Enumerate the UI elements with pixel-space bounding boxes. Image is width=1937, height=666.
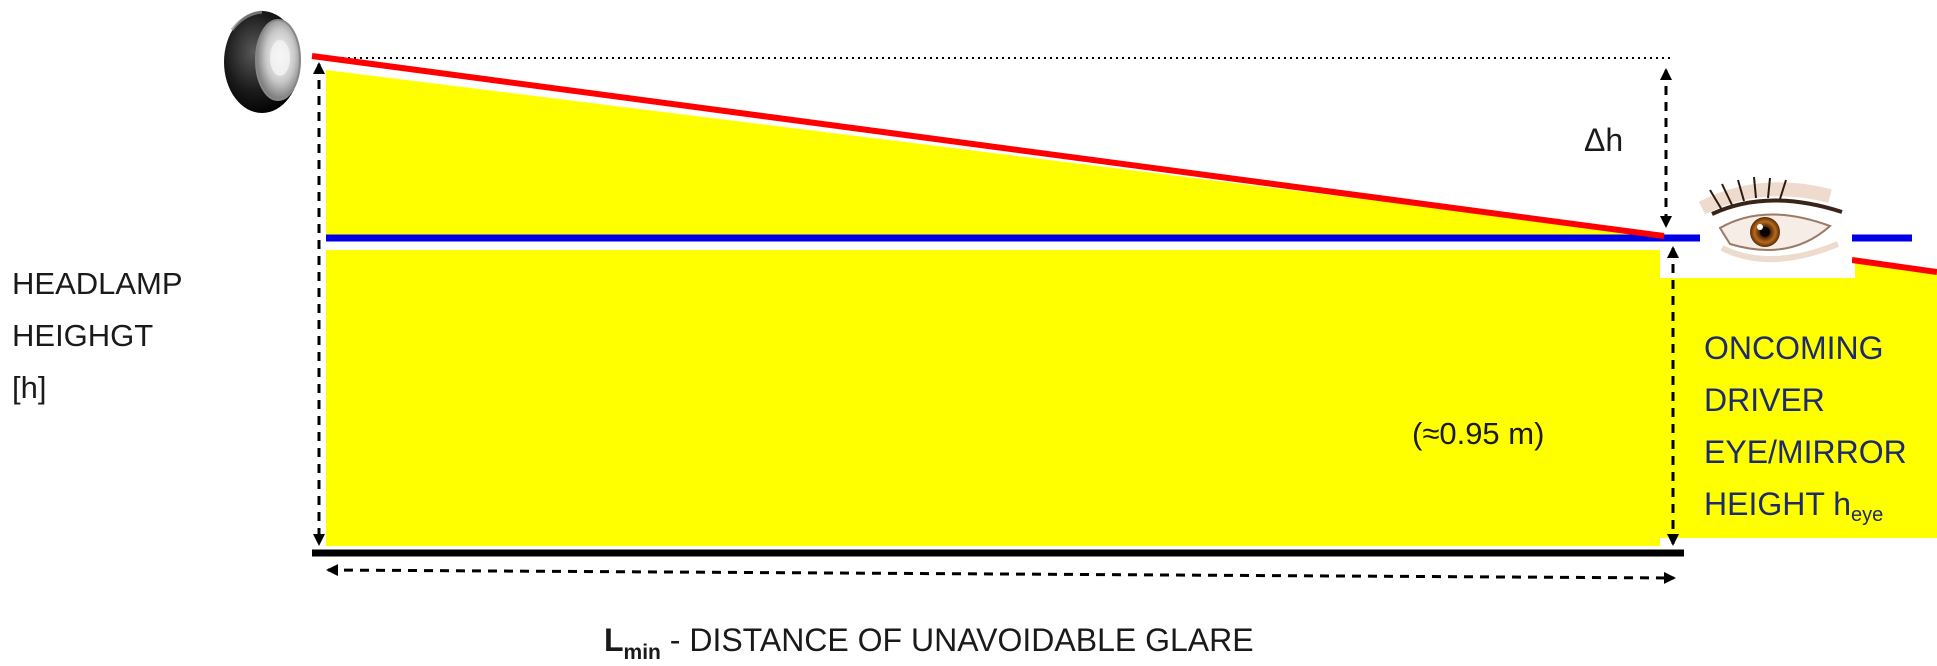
oncoming-height-subscript: eye (1851, 504, 1884, 526)
eye-icon (1698, 170, 1852, 278)
beam-cutoff-line (311, 53, 1665, 239)
delta-h-label: Δh (1584, 122, 1624, 158)
headlamp-height-label: HEADLAMP HEIGHGT [h] (12, 258, 183, 414)
distance-label: Lmin - DISTANCE OF UNAVOIDABLE GLARE (604, 622, 1254, 665)
glare-triangle-fill (326, 70, 1660, 236)
distance-symbol: L (604, 622, 624, 658)
headlamp-icon (224, 10, 301, 113)
oncoming-label-line-4: HEIGHT heye (1704, 478, 1907, 530)
oncoming-label-line-1: ONCOMING (1704, 330, 1884, 366)
illuminated-road-fill (326, 250, 1660, 546)
oncoming-driver-label: ONCOMING DRIVER EYE/MIRROR HEIGHT heye (1704, 322, 1907, 530)
distance-subscript: min (623, 641, 661, 664)
beyond-fill (1660, 262, 1937, 538)
distance-text: - DISTANCE OF UNAVOIDABLE GLARE (660, 622, 1254, 658)
eye-height-value: (≈0.95 m) (1412, 416, 1545, 451)
distance-arrow (326, 564, 1676, 584)
beam-cutoff-line-continued (1851, 257, 1937, 275)
oncoming-label-line-3: EYE/MIRROR (1704, 434, 1907, 470)
oncoming-label-line-2: DRIVER (1704, 382, 1825, 418)
headlamp-label-line-2: HEIGHGT (12, 318, 154, 353)
headlamp-label-line-1: HEADLAMP (12, 266, 183, 301)
oncoming-height-text: HEIGHT h (1704, 486, 1851, 522)
headlamp-label-line-3: [h] (12, 370, 47, 405)
